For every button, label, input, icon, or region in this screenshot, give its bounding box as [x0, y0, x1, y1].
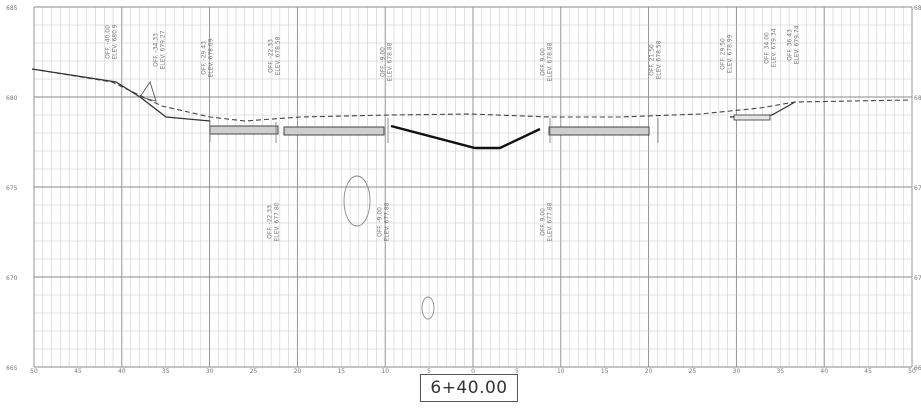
pavement-left-outer: [209, 125, 279, 135]
annotation-label: OFF. -22.33: [268, 39, 275, 73]
x-axis-label: 25: [689, 368, 697, 375]
annotation-label: ELEV. 678.58: [275, 36, 282, 75]
offset-lines: [209, 118, 659, 143]
annotation-label: OFF. -22.33: [267, 205, 274, 239]
x-axis-label: 45: [74, 368, 82, 375]
annotation-label: ELEV. 679.74: [794, 25, 801, 64]
station-label: 6+40.00: [420, 374, 518, 402]
x-axis-label: 35: [776, 368, 784, 375]
pavement-left-inner: [283, 126, 385, 136]
pavement-right-inner: [548, 126, 650, 136]
feature-ellipse-small: [421, 296, 435, 320]
y-axis-label-left: 665: [6, 365, 18, 372]
existing-ground-line: [31, 68, 911, 122]
x-axis-label: 20: [294, 368, 302, 375]
x-axis-label: 20: [645, 368, 653, 375]
annotation-label: ELEV. 677.88: [384, 202, 391, 241]
x-axis-label: 45: [864, 368, 872, 375]
annotation-label: OFF. -29.43: [201, 41, 208, 75]
y-axis-label-right: 680: [914, 95, 921, 102]
annotation-label: ELEV. 680.9: [112, 24, 119, 59]
annotation-label: ELEV. 678.69: [208, 38, 215, 77]
annotation-label: ELEV. 677.88: [547, 202, 554, 241]
y-axis-label-right: 685: [914, 5, 921, 12]
annotation-label: OFF. -34.33: [153, 33, 160, 67]
annotation-label: OFF. -9.00: [380, 47, 387, 77]
x-axis-label: 5: [427, 368, 431, 375]
x-axis-label: 15: [337, 368, 345, 375]
x-axis-label: 35: [162, 368, 170, 375]
x-axis-label: 40: [820, 368, 828, 375]
annotation-label: OFF. 34.00: [764, 32, 771, 64]
annotation-label: ELEV. 678.88: [547, 42, 554, 81]
annotation-label: OFF. -9.00: [377, 207, 384, 237]
x-axis-label: 0: [471, 368, 475, 375]
x-axis-label: 25: [250, 368, 258, 375]
x-axis-label: 40: [118, 368, 126, 375]
annotation-label: ELEV. 678.58: [656, 40, 663, 79]
y-axis-label-left: 680: [6, 95, 18, 102]
x-axis-label: 30: [206, 368, 214, 375]
annotation-label: OFF. 9.00: [540, 208, 547, 236]
y-axis-label-left: 670: [6, 275, 18, 282]
annotation-label: ELEV. 678.88: [387, 42, 394, 81]
annotation-label: ELEV. 679.34: [771, 28, 778, 67]
left-ditch-detail: [139, 80, 157, 102]
y-axis-label-right: 675: [914, 185, 921, 192]
y-axis-label-left: 675: [6, 185, 18, 192]
annotation-label: ELEV. 677.80: [274, 202, 281, 241]
annotation-label: ELEV. 679.27: [160, 30, 167, 69]
annotation-label: ELEV. 678.99: [727, 34, 734, 73]
x-axis-label: 15: [601, 368, 609, 375]
y-axis-labels: 685 685 680 680 675 675 670 670 665 665: [6, 5, 921, 372]
annotation-label: OFF. 9.00: [540, 48, 547, 76]
x-axis-label: 5: [515, 368, 519, 375]
x-axis-label: 10: [381, 368, 389, 375]
channel-bottom-line: [390, 124, 541, 150]
annotation-label: OFF. 36.43: [787, 29, 794, 61]
feature-ellipse-large: [343, 175, 371, 227]
x-axis-label: 50: [30, 368, 38, 375]
x-axis-label: 10: [557, 368, 565, 375]
x-axis-label: 30: [733, 368, 741, 375]
grid: [33, 6, 913, 368]
y-axis-label-right: 670: [914, 275, 921, 282]
annotation-label: OFF. 29.50: [720, 38, 727, 70]
annotation-label: OFF. -40.00: [105, 25, 112, 59]
annotation-label: OFF. 21.50: [649, 44, 656, 76]
curb-right: [733, 114, 771, 121]
y-axis-label-left: 685: [6, 5, 18, 12]
y-axis-label-right: 665: [914, 365, 921, 372]
x-axis-label: 50: [908, 368, 916, 375]
